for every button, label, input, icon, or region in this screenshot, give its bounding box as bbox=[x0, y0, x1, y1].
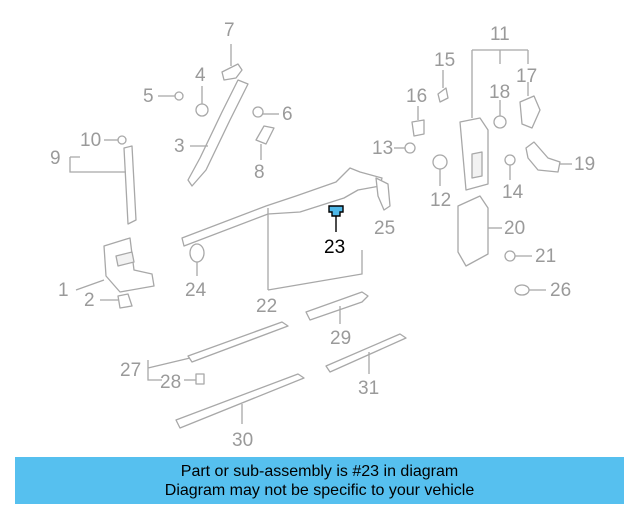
part-1: 1 bbox=[58, 237, 155, 301]
part-28: 28 bbox=[160, 372, 205, 393]
callout-3: 3 bbox=[174, 136, 185, 157]
part-6: 6 bbox=[252, 104, 293, 125]
part-4: 4 bbox=[195, 65, 209, 117]
part-23-highlighted[interactable]: 23 bbox=[324, 205, 345, 258]
callout-1: 1 bbox=[58, 280, 69, 301]
callout-7: 7 bbox=[224, 20, 235, 41]
callout-27: 27 bbox=[120, 360, 141, 381]
callout-12: 12 bbox=[430, 190, 451, 211]
callout-24: 24 bbox=[185, 280, 207, 301]
part-22: 22 bbox=[181, 167, 383, 317]
callout-31: 31 bbox=[358, 378, 379, 399]
part-15: 15 bbox=[434, 50, 455, 103]
part-7: 7 bbox=[221, 20, 243, 81]
part-19: 19 bbox=[525, 141, 595, 175]
callout-20: 20 bbox=[504, 218, 525, 239]
part-21: 21 bbox=[504, 246, 556, 267]
callout-4: 4 bbox=[195, 65, 206, 86]
part-29: 29 bbox=[305, 291, 369, 349]
part-3: 3 bbox=[174, 79, 249, 187]
part-24: 24 bbox=[185, 243, 207, 301]
part-2: 2 bbox=[84, 290, 133, 311]
part-27: 27 bbox=[120, 321, 289, 381]
part-30: 30 bbox=[175, 373, 305, 451]
callout-26: 26 bbox=[550, 280, 571, 301]
callout-29: 29 bbox=[330, 328, 351, 349]
part-17: 17 bbox=[516, 66, 541, 129]
callout-18: 18 bbox=[489, 82, 510, 103]
callout-10: 10 bbox=[80, 130, 101, 151]
part-10: 10 bbox=[80, 130, 127, 151]
callout-11: 11 bbox=[490, 24, 510, 45]
part-5: 5 bbox=[143, 86, 184, 107]
callout-5: 5 bbox=[143, 86, 154, 107]
part-16: 16 bbox=[406, 86, 427, 137]
part-25: 25 bbox=[374, 177, 395, 239]
callout-25: 25 bbox=[374, 218, 395, 239]
callout-28: 28 bbox=[160, 372, 181, 393]
callout-17: 17 bbox=[516, 66, 537, 87]
part-8: 8 bbox=[254, 125, 275, 183]
banner-line-2: Diagram may not be specific to your vehi… bbox=[164, 481, 475, 499]
part-26: 26 bbox=[514, 280, 571, 301]
info-banner: Part or sub-assembly is #23 in diagram D… bbox=[15, 457, 624, 504]
part-12: 12 bbox=[430, 154, 451, 211]
callout-19: 19 bbox=[574, 154, 595, 175]
callout-23: 23 bbox=[324, 237, 345, 258]
part-13: 13 bbox=[372, 138, 416, 159]
part-18: 18 bbox=[489, 82, 510, 129]
callout-14: 14 bbox=[502, 182, 524, 203]
callout-16: 16 bbox=[406, 86, 427, 107]
banner-line-1: Part or sub-assembly is #23 in diagram bbox=[180, 462, 459, 480]
callout-8: 8 bbox=[254, 162, 265, 183]
callout-22: 22 bbox=[256, 296, 277, 317]
callout-15: 15 bbox=[434, 50, 455, 71]
callout-9: 9 bbox=[50, 148, 61, 169]
part-9: 9 bbox=[50, 145, 137, 225]
callout-13: 13 bbox=[372, 138, 393, 159]
part-14: 14 bbox=[502, 154, 524, 203]
callout-2: 2 bbox=[84, 290, 95, 311]
callout-30: 30 bbox=[232, 430, 253, 451]
callout-21: 21 bbox=[535, 246, 556, 267]
callout-6: 6 bbox=[282, 104, 293, 125]
parts-diagram: 7 3 4 5 6 8 9 10 bbox=[50, 20, 595, 451]
part-11: 11 bbox=[459, 24, 529, 191]
part-31: 31 bbox=[325, 333, 407, 399]
part-20: 20 bbox=[457, 195, 525, 267]
